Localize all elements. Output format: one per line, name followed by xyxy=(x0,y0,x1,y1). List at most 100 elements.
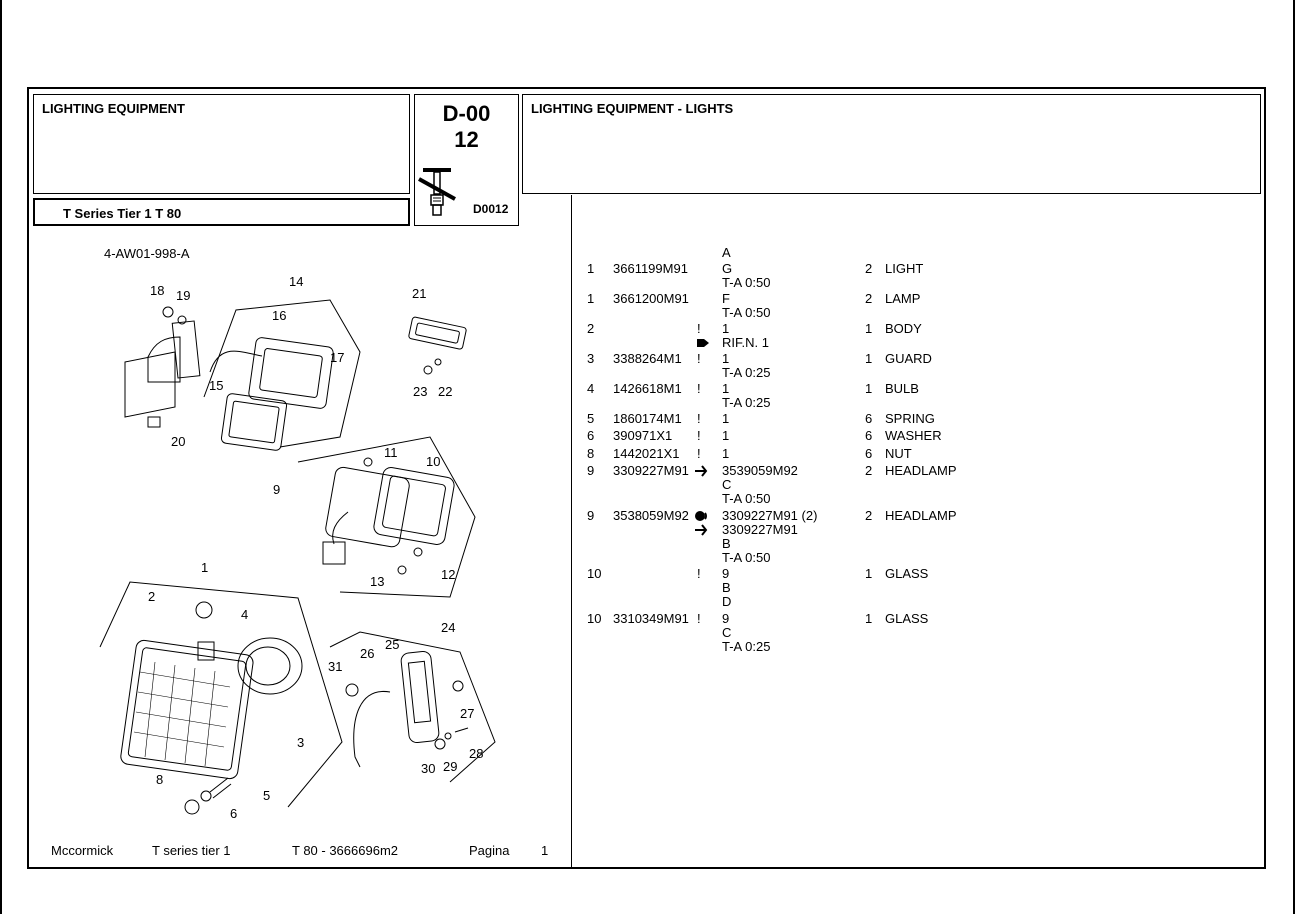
page-edge-left xyxy=(0,0,2,914)
replaced-by-icon xyxy=(695,465,708,477)
table-row: 10 3310349M91 ! 9 C T-A 0:25 1 GLASS xyxy=(0,612,1295,656)
part-number: 1442021X1 xyxy=(613,446,680,461)
callout-13: 13 xyxy=(370,574,384,589)
quantity: 6 xyxy=(865,411,873,426)
right-title: LIGHTING EQUIPMENT - LIGHTS xyxy=(531,101,734,116)
description: SPRING xyxy=(885,411,935,426)
callout-23: 23 xyxy=(413,384,427,399)
group-code-box: D-00 12 D0012 xyxy=(414,94,519,226)
note: T-A 0:50 xyxy=(722,275,771,290)
table-row: 1 3661200M91 F T-A 0:50 2 LAMP xyxy=(0,292,1295,322)
quantity: 2 xyxy=(865,463,873,478)
warning-mark: ! xyxy=(697,566,701,581)
callout-8: 8 xyxy=(156,772,163,787)
note: RIF.N. 1 xyxy=(722,335,769,350)
item-no: 1 xyxy=(587,261,595,276)
callout-26: 26 xyxy=(360,646,374,661)
warning-mark: ! xyxy=(697,381,701,396)
reference-arrow-icon xyxy=(697,339,709,347)
footer-page-number: 1 xyxy=(541,843,549,858)
callout-1: 1 xyxy=(201,560,208,575)
catalog-frame xyxy=(27,87,1266,869)
note: 3539059M92 xyxy=(722,463,798,478)
description: BULB xyxy=(885,381,919,396)
item-no: 4 xyxy=(587,381,595,396)
note: 1 xyxy=(722,446,730,461)
callout-15: 15 xyxy=(209,378,223,393)
callout-21: 21 xyxy=(412,286,426,301)
quantity: 1 xyxy=(865,381,873,396)
callout-6: 6 xyxy=(230,806,237,821)
column-divider xyxy=(571,195,572,868)
footer-series: T series tier 1 xyxy=(152,843,231,858)
callout-12: 12 xyxy=(441,567,455,582)
group-number: 12 xyxy=(454,127,479,152)
part-number: 3388264M1 xyxy=(613,351,682,366)
item-no: 5 xyxy=(587,411,595,426)
table-row: 1 3661199M91 G T-A 0:50 2 LIGHT xyxy=(0,262,1295,292)
table-row: 9 3538059M92 3309227M91 (2) 3309227M91 B… xyxy=(0,509,1295,567)
part-number: 1860174M1 xyxy=(613,411,682,426)
exploded-parts-diagram: 1 2 3 4 5 6 8 9 11 10 12 13 14 15 16 17 … xyxy=(99,274,496,821)
callout-5: 5 xyxy=(263,788,270,803)
diagram-reference: 4-AW01-998-A xyxy=(104,246,190,261)
callout-11: 11 xyxy=(384,445,398,460)
part-number: 3661200M91 xyxy=(613,291,689,306)
warning-mark: ! xyxy=(697,446,701,461)
warning-mark: ! xyxy=(697,428,701,443)
note: F xyxy=(722,291,730,306)
callout-20: 20 xyxy=(171,434,185,449)
note: 1 xyxy=(722,351,730,366)
table-row: 9 3309227M91 3539059M92 C T-A 0:50 2 HEA… xyxy=(0,464,1295,508)
footer-brand: Mccormick xyxy=(51,843,114,858)
lamp-group-icon xyxy=(418,168,456,216)
note: T-A 0:50 xyxy=(722,305,771,320)
page-edge-right xyxy=(1293,0,1295,914)
description: WASHER xyxy=(885,428,942,443)
quantity: 2 xyxy=(865,508,873,523)
part-number: 390971X1 xyxy=(613,428,673,443)
quantity: 6 xyxy=(865,428,873,443)
part-number: 3538059M92 xyxy=(613,508,689,523)
part-number: 3310349M91 xyxy=(613,611,689,626)
warning-mark: ! xyxy=(697,321,701,336)
quantity: 1 xyxy=(865,321,873,336)
table-row: 6 390971X1 ! 1 6 WASHER xyxy=(0,429,1295,445)
quantity: 6 xyxy=(865,446,873,461)
table-code: D0012 xyxy=(473,202,509,216)
left-title-box: LIGHTING EQUIPMENT xyxy=(33,94,410,194)
note: 1 xyxy=(722,381,730,396)
interchangeable-icon xyxy=(695,511,707,521)
callout-30: 30 xyxy=(421,761,435,776)
item-no: 10 xyxy=(587,611,602,626)
item-no: 9 xyxy=(587,463,595,478)
part-number: 3309227M91 xyxy=(613,463,689,478)
description: GUARD xyxy=(885,351,932,366)
description: HEADLAMP xyxy=(885,508,957,523)
callout-31: 31 xyxy=(328,659,342,674)
callout-4: 4 xyxy=(241,607,248,622)
callout-24: 24 xyxy=(441,620,455,635)
quantity: 2 xyxy=(865,291,873,306)
note: D xyxy=(722,594,732,609)
note: G xyxy=(722,261,733,276)
replaced-by-icon xyxy=(695,524,708,536)
right-title-box: LIGHTING EQUIPMENT - LIGHTS xyxy=(522,94,1261,194)
quantity: 1 xyxy=(865,611,873,626)
callout-19: 19 xyxy=(176,288,190,303)
table-row: 10 ! 9 B D 1 GLASS xyxy=(0,567,1295,611)
note: B xyxy=(722,580,731,595)
callout-2: 2 xyxy=(148,589,155,604)
note: 9 xyxy=(722,611,730,626)
note: B xyxy=(722,536,731,551)
note: T-A 0:25 xyxy=(722,639,771,654)
callout-16: 16 xyxy=(272,308,286,323)
part-number: 3661199M91 xyxy=(613,261,688,276)
note: C xyxy=(722,625,732,640)
callout-25: 25 xyxy=(385,637,399,652)
description: GLASS xyxy=(885,566,929,581)
callout-18: 18 xyxy=(150,283,164,298)
warning-mark: ! xyxy=(697,351,701,366)
footer-model-code: T 80 - 3666696m2 xyxy=(292,843,398,858)
note: 9 xyxy=(722,566,730,581)
